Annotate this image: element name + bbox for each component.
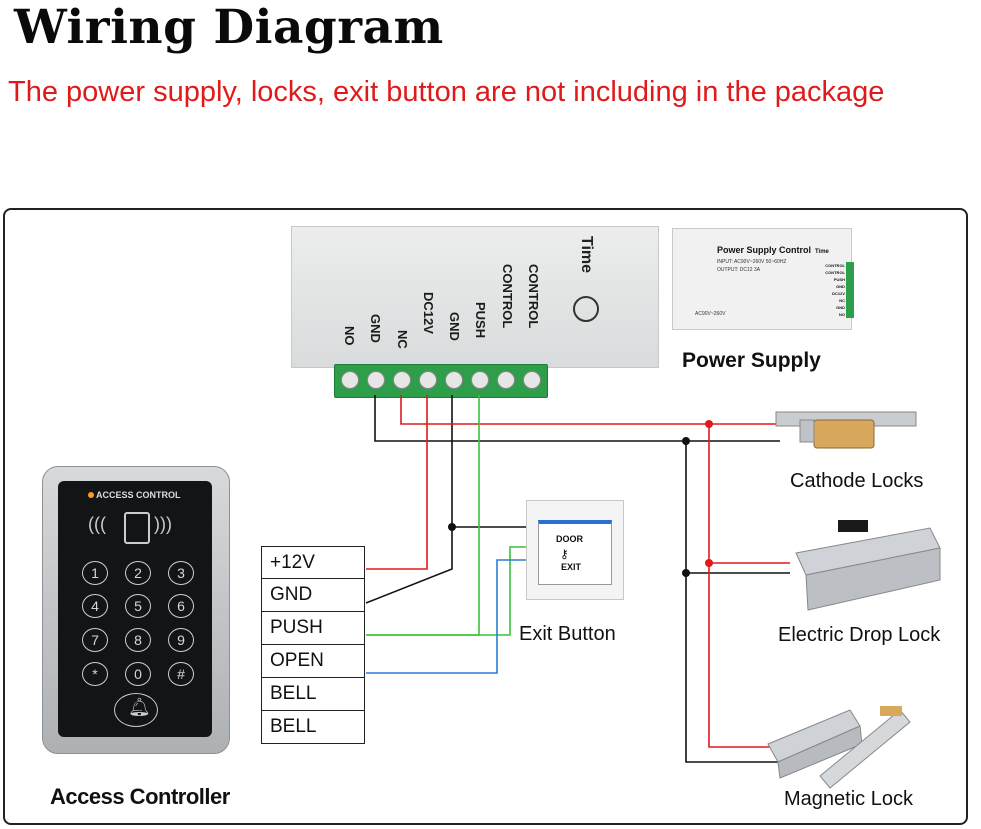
diagram-title: Wiring Diagram	[14, 0, 444, 55]
junction-dot-icon	[705, 559, 713, 567]
psu-terminal-label: NO	[839, 312, 845, 317]
terminal-screw-icon	[419, 371, 437, 389]
terminal-screw-icon	[393, 371, 411, 389]
key-6: 6	[168, 594, 194, 618]
red-wires	[366, 395, 790, 748]
psu-input: INPUT: AC90V~260V 50~60HZ	[717, 259, 787, 265]
wire-row-gnd: GND	[261, 579, 365, 612]
bell-glyph-icon: 🔔︎	[128, 697, 151, 717]
magnetic-lock-icon	[767, 706, 911, 789]
psu-terminal-label: CONTROL	[825, 263, 845, 268]
psu-terminal-label: NC	[839, 298, 845, 303]
blue-wires	[366, 559, 527, 674]
controller-logo-icon	[573, 296, 599, 322]
psu-footer: AC90V~260V	[695, 311, 726, 317]
card-icon	[124, 512, 150, 544]
key-1: 1	[82, 561, 108, 585]
key-7: 7	[82, 628, 108, 652]
exit-button-face	[538, 520, 612, 585]
exit-exit-text: EXIT	[561, 562, 582, 572]
terminal-screw-icon	[445, 371, 463, 389]
terminal-screw-icon	[341, 371, 359, 389]
diagram-frame	[3, 208, 968, 825]
terminal-screw-icon	[367, 371, 385, 389]
junction-dot-icon	[682, 569, 690, 577]
psu-panel-title: Power Supply Control	[717, 245, 812, 255]
psu-terminal-label: DC12V	[832, 291, 845, 296]
psu-brand: Time	[815, 249, 829, 255]
key-5: 5	[125, 594, 151, 618]
key-0: 0	[125, 662, 151, 686]
key-star: *	[82, 662, 108, 686]
cathode-lock-icon	[775, 411, 917, 449]
key-4: 4	[82, 594, 108, 618]
psu-terminal-label: PUSH	[833, 277, 845, 282]
green-terminal-block	[334, 364, 548, 398]
magnetic-lock-label: Magnetic Lock	[784, 788, 913, 810]
status-led-icon	[88, 492, 94, 498]
electric-drop-lock-icon	[795, 520, 941, 611]
access-controller-label: Access Controller	[50, 784, 230, 809]
psu-terminal-label: GND	[836, 284, 845, 289]
cathode-locks-label: Cathode Locks	[790, 470, 924, 492]
power-supply-label: Power Supply	[682, 349, 821, 372]
rfid-wave-icon: )))	[154, 514, 172, 534]
exit-door-text: DOOR	[556, 534, 583, 544]
psu-output: OUTPUT: DC12 3A	[717, 267, 761, 273]
electric-drop-lock-label: Electric Drop Lock	[778, 624, 941, 646]
terminal-screw-icon	[523, 371, 541, 389]
exit-button-label: Exit Button	[519, 623, 616, 645]
junction-dot-icon	[705, 420, 713, 428]
key-icon: ⚷	[560, 547, 569, 561]
controller-wire-table: +12V GND PUSH OPEN BELL BELL	[261, 546, 365, 744]
wire-row-12v: +12V	[261, 546, 365, 579]
key-2: 2	[125, 561, 151, 585]
key-8: 8	[125, 628, 151, 652]
keypad-header: ACCESS CONTROL	[96, 490, 181, 500]
rfid-wave-icon: (((	[88, 514, 106, 534]
key-9: 9	[168, 628, 194, 652]
diagram-subtitle: The power supply, locks, exit button are…	[8, 76, 885, 108]
wire-row-bell: BELL	[261, 678, 365, 711]
wire-row-open: OPEN	[261, 645, 365, 678]
key-hash: #	[168, 662, 194, 686]
wire-row-bell-2: BELL	[261, 711, 365, 744]
key-3: 3	[168, 561, 194, 585]
psu-terminal-strip	[846, 262, 854, 318]
wire-row-push: PUSH	[261, 612, 365, 645]
terminal-screw-icon	[471, 371, 489, 389]
terminal-screw-icon	[497, 371, 515, 389]
junction-dot-icon	[448, 523, 456, 531]
junction-dot-icon	[682, 437, 690, 445]
bell-icon	[114, 693, 158, 727]
psu-terminal-label: CONTROL	[825, 270, 845, 275]
green-wires	[366, 395, 527, 636]
psu-terminal-label: GND	[836, 305, 845, 310]
